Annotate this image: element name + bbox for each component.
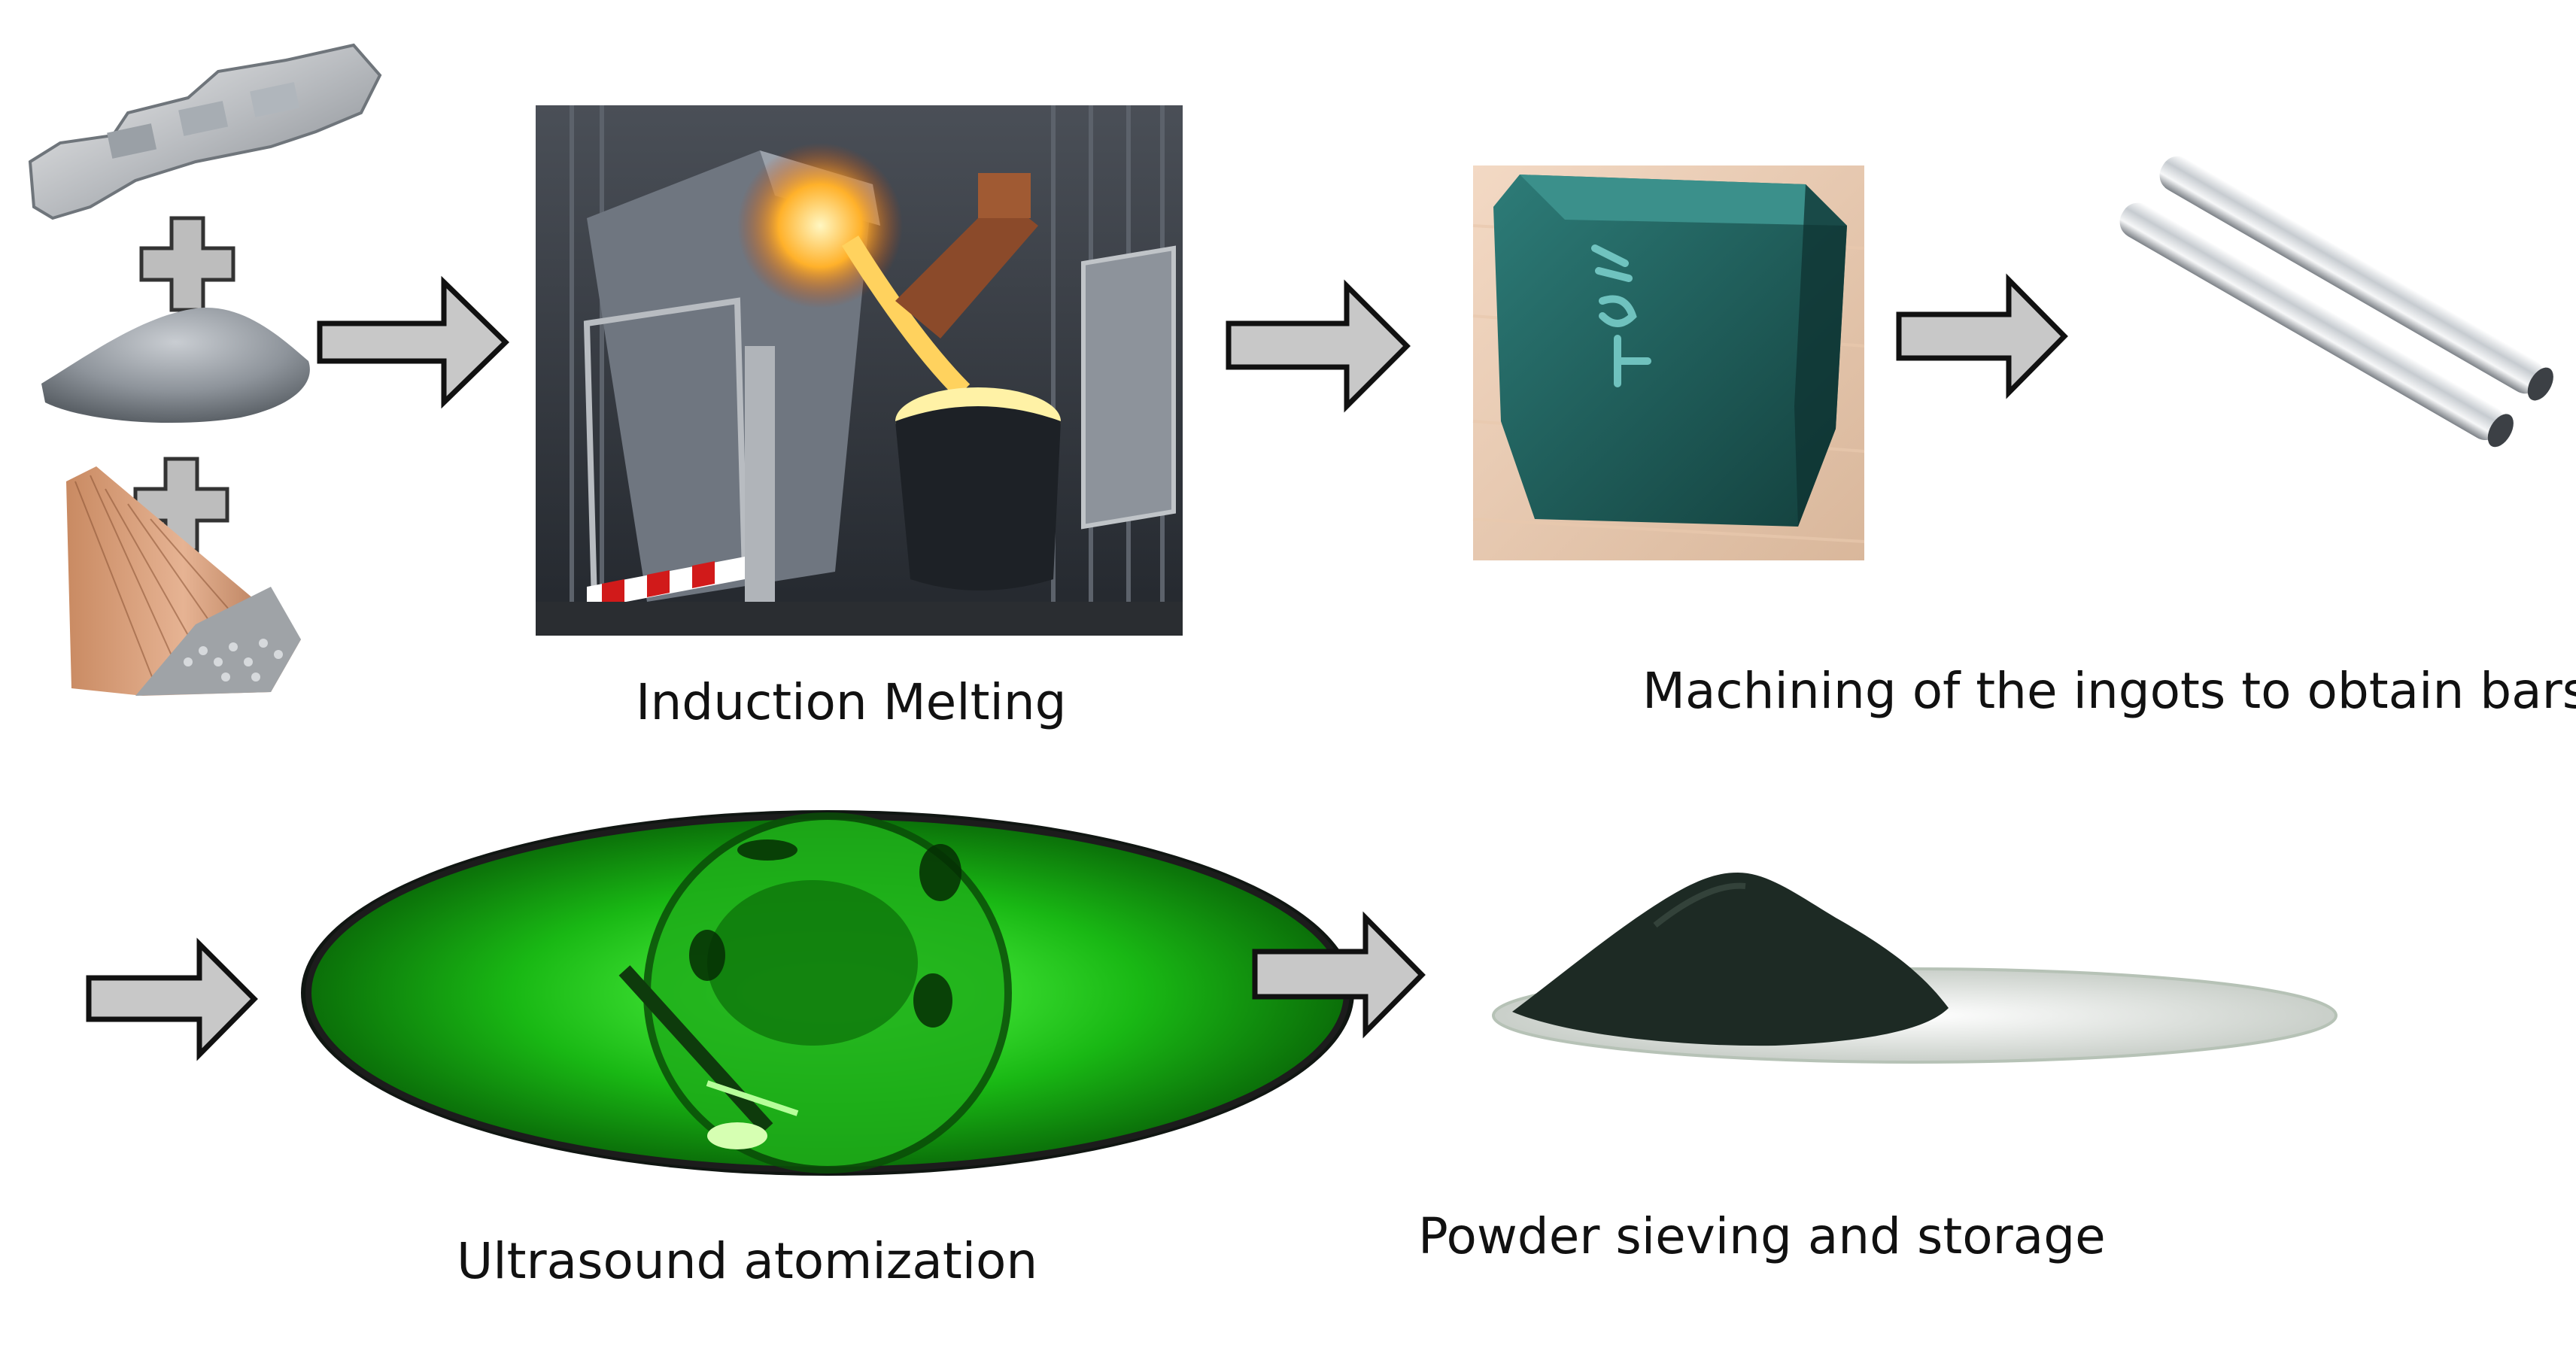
cast-ingot-image bbox=[1472, 165, 1865, 560]
plus-icon bbox=[139, 216, 235, 312]
arrow-right-icon bbox=[1252, 911, 1426, 1039]
atomization-chamber-image bbox=[301, 810, 1354, 1176]
arrow-right-icon bbox=[317, 275, 510, 409]
aluminium-ingot-image bbox=[28, 43, 382, 220]
copper-rods-image bbox=[66, 466, 301, 696]
step-label-induction-melting: Induction Melting bbox=[636, 673, 1067, 731]
powder-on-plate-image bbox=[1492, 873, 2338, 1064]
step-label-ultrasound-atomization: Ultrasound atomization bbox=[457, 1232, 1038, 1290]
hazard-stripe bbox=[587, 557, 745, 609]
metal-powder-pile-image bbox=[41, 308, 310, 424]
arrow-right-icon bbox=[1896, 273, 2068, 399]
plus-icon bbox=[133, 457, 229, 553]
arrow-right-icon bbox=[1226, 279, 1411, 413]
induction-furnace-image bbox=[536, 105, 1183, 636]
arrow-right-icon bbox=[86, 937, 258, 1061]
step-label-machining: Machining of the ingots to obtain bars bbox=[1642, 662, 2576, 720]
step-label-powder-sieving: Powder sieving and storage bbox=[1418, 1207, 2106, 1265]
metal-bars-image bbox=[2119, 156, 2553, 448]
